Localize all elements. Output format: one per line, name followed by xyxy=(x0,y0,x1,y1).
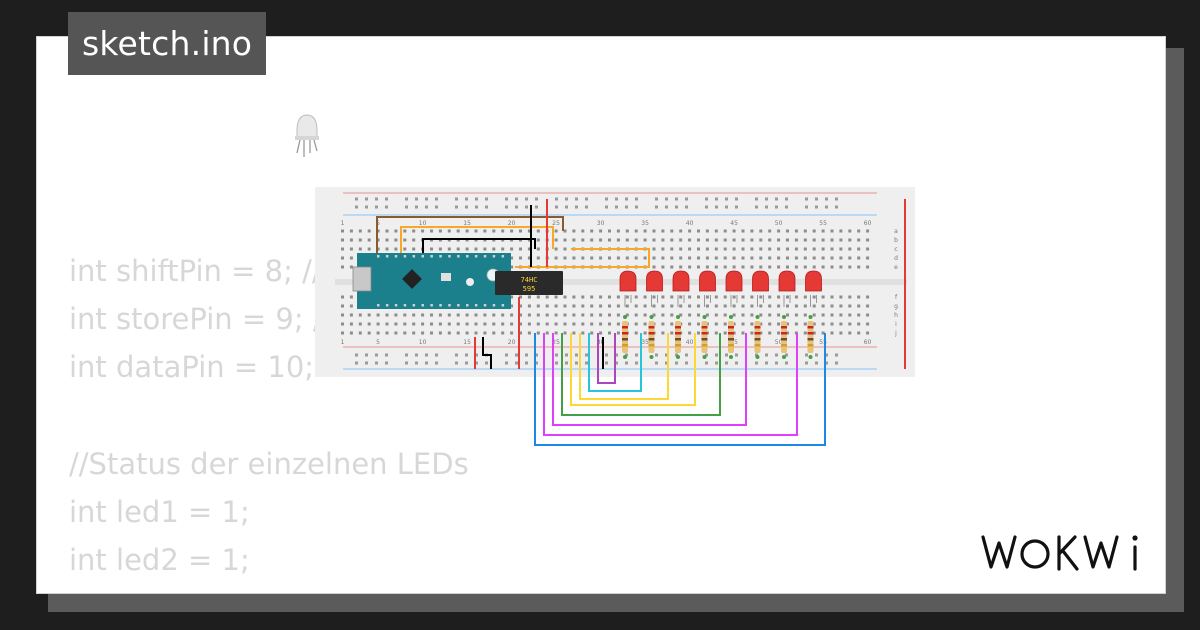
column-label: 15 xyxy=(463,220,471,227)
resistor xyxy=(807,321,814,353)
column-label: 55 xyxy=(819,339,827,346)
column-label: 5 xyxy=(376,339,380,346)
rgb-led-icon[interactable] xyxy=(291,109,323,159)
row-label: g xyxy=(894,303,898,310)
column-label: 25 xyxy=(552,339,560,346)
led[interactable] xyxy=(672,270,690,292)
column-label: 60 xyxy=(864,339,872,346)
code-line: int dataPin = 10; xyxy=(69,350,315,385)
arduino-nano[interactable] xyxy=(352,253,511,309)
column-label: 1 xyxy=(341,339,345,346)
row-label: b xyxy=(894,237,898,244)
led[interactable] xyxy=(752,270,769,292)
column-label: 1 xyxy=(341,220,345,227)
column-label: 20 xyxy=(508,220,516,227)
column-label: 35 xyxy=(641,339,649,346)
resistor xyxy=(648,321,655,353)
column-label: 25 xyxy=(552,220,560,227)
column-label: 50 xyxy=(775,220,783,227)
chip-label-line1: 74HC xyxy=(521,276,538,284)
column-label: 45 xyxy=(730,220,738,227)
resistor xyxy=(728,321,734,353)
chip-label-line2: 595 xyxy=(523,285,536,293)
row-label: f xyxy=(895,294,898,301)
row-label: j xyxy=(894,330,897,337)
code-line: int led3 = 1; xyxy=(69,584,469,593)
row-label: h xyxy=(894,312,898,319)
row-label: i xyxy=(895,321,897,328)
column-label: 10 xyxy=(419,339,427,346)
resistor xyxy=(754,321,761,353)
led[interactable] xyxy=(619,270,637,292)
row-label: a xyxy=(894,228,898,235)
resistor xyxy=(675,321,681,353)
led[interactable] xyxy=(699,270,716,292)
column-label: 30 xyxy=(597,339,605,346)
column-label: 5 xyxy=(376,220,380,227)
column-label: 15 xyxy=(463,339,471,346)
resistor xyxy=(622,321,628,353)
column-label: 20 xyxy=(508,339,516,346)
shift-register-chip[interactable]: 74HC 595 xyxy=(495,271,563,295)
led[interactable] xyxy=(725,270,743,292)
code-line: //Status der einzelnen LEDs xyxy=(69,446,469,481)
column-label: 55 xyxy=(819,220,827,227)
column-label: 35 xyxy=(641,220,649,227)
led[interactable] xyxy=(646,270,663,292)
wokwi-logo xyxy=(981,535,1138,571)
column-label: 45 xyxy=(730,339,738,346)
resistor xyxy=(701,321,708,353)
row-label: e xyxy=(894,264,898,271)
column-label: 40 xyxy=(686,339,694,346)
led-row xyxy=(619,270,822,359)
led[interactable] xyxy=(778,270,796,292)
file-name-tab[interactable]: sketch.ino xyxy=(68,12,267,75)
column-label: 50 xyxy=(775,339,783,346)
led[interactable] xyxy=(805,270,822,292)
code-editor: int shiftPin = 8; //int storePin = 9; //… xyxy=(69,247,469,593)
column-label: 10 xyxy=(419,220,427,227)
code-line: int led2 = 1; xyxy=(69,543,250,578)
preview-card: int shiftPin = 8; //int storePin = 9; //… xyxy=(36,36,1166,594)
code-line: int led1 = 1; xyxy=(69,494,250,529)
circuit-diagram[interactable]: 1155101015152020252530303535404045455050… xyxy=(315,187,917,475)
column-label: 40 xyxy=(686,220,694,227)
row-label: c xyxy=(894,246,897,253)
column-label: 60 xyxy=(864,220,872,227)
breadboard-labels: 1155101015152020252530303535404045455050… xyxy=(341,220,899,346)
row-label: d xyxy=(894,255,898,262)
resistor xyxy=(781,321,787,353)
column-label: 30 xyxy=(597,220,605,227)
